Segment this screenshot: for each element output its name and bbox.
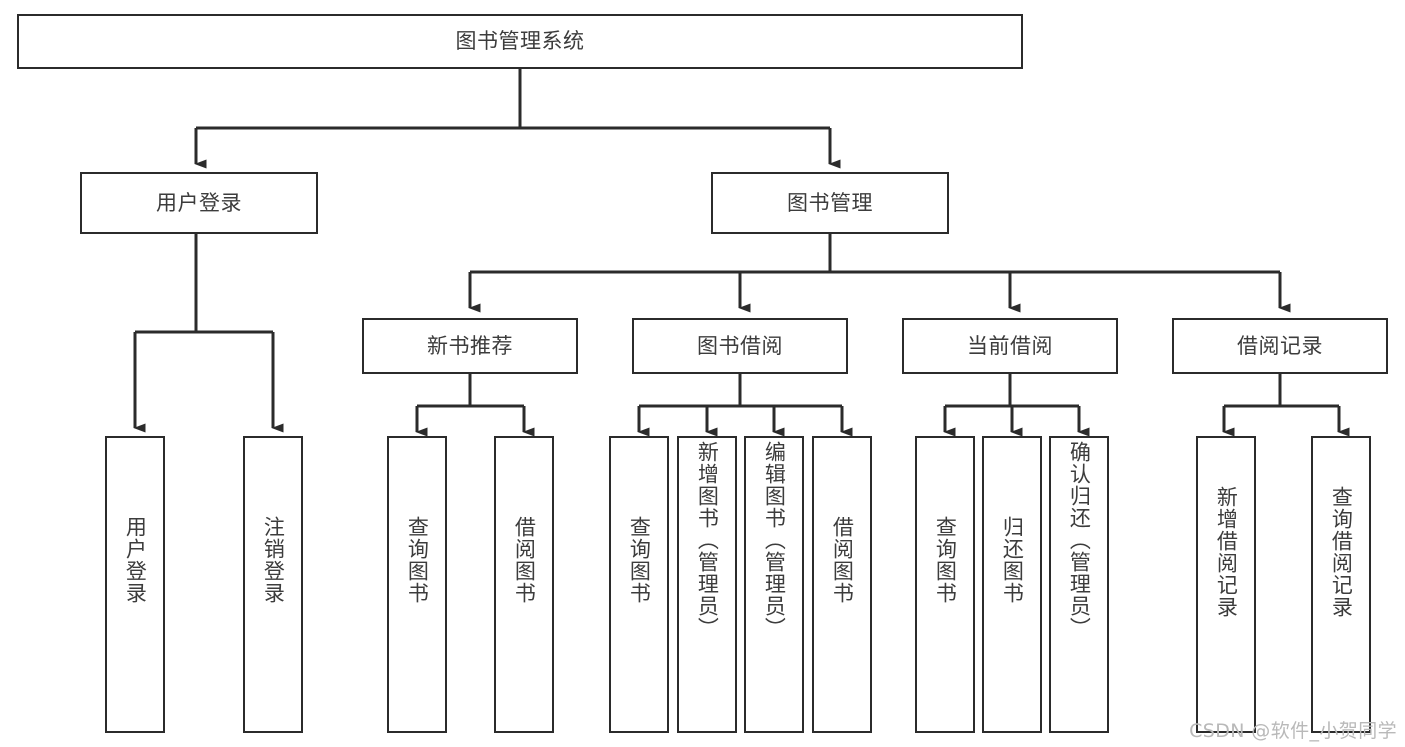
node-borrow-record[interactable]: 借阅记录 — [1172, 318, 1388, 374]
leaf-current-borrow-query[interactable]: 查询图书 — [915, 436, 975, 733]
leaf-book-borrow-edit[interactable]: 编辑图书（管理员） — [744, 436, 804, 733]
leaf-current-borrow-return-label: 归还图书 — [1000, 516, 1025, 604]
node-root-book-management-system[interactable]: 图书管理系统 — [17, 14, 1023, 69]
leaf-book-borrow-query[interactable]: 查询图书 — [609, 436, 669, 733]
leaf-user-login-signout[interactable]: 注销登录 — [243, 436, 303, 733]
node-root-label: 图书管理系统 — [455, 29, 585, 53]
node-book-management[interactable]: 图书管理 — [711, 172, 949, 234]
leaf-borrow-record-add-label: 新增借阅记录 — [1214, 486, 1239, 618]
leaf-new-book-query[interactable]: 查询图书 — [387, 436, 447, 733]
node-user-login[interactable]: 用户登录 — [80, 172, 318, 234]
leaf-book-borrow-query-label: 查询图书 — [627, 516, 652, 604]
node-current-borrow[interactable]: 当前借阅 — [902, 318, 1118, 374]
leaf-book-borrow-borrow-label: 借阅图书 — [830, 516, 855, 604]
watermark-text: CSDN @软件_小贺同学 — [1189, 720, 1397, 742]
leaf-book-borrow-edit-label: 编辑图书（管理员） — [762, 441, 787, 639]
leaf-user-login-signin-label: 用户登录 — [123, 516, 148, 604]
node-book-borrow-label: 图书借阅 — [697, 333, 783, 358]
leaf-new-book-query-label: 查询图书 — [405, 516, 430, 604]
node-user-login-label: 用户登录 — [156, 190, 242, 215]
edges — [133, 69, 1350, 437]
leaf-new-book-borrow[interactable]: 借阅图书 — [494, 436, 554, 733]
leaf-borrow-record-query[interactable]: 查询借阅记录 — [1311, 436, 1371, 733]
leaf-borrow-record-query-label: 查询借阅记录 — [1329, 486, 1354, 618]
leaf-book-borrow-borrow[interactable]: 借阅图书 — [812, 436, 872, 733]
node-current-borrow-label: 当前借阅 — [967, 333, 1053, 358]
node-borrow-record-label: 借阅记录 — [1237, 333, 1323, 358]
leaf-book-borrow-add[interactable]: 新增图书（管理员） — [677, 436, 737, 733]
node-book-borrow[interactable]: 图书借阅 — [632, 318, 848, 374]
leaf-book-borrow-add-label: 新增图书（管理员） — [695, 441, 720, 639]
leaf-current-borrow-return[interactable]: 归还图书 — [982, 436, 1042, 733]
leaf-user-login-signout-label: 注销登录 — [261, 516, 286, 604]
leaf-current-borrow-confirm[interactable]: 确认归还（管理员） — [1049, 436, 1109, 733]
leaf-current-borrow-confirm-label: 确认归还（管理员） — [1067, 441, 1092, 639]
node-book-management-label: 图书管理 — [787, 190, 873, 215]
leaf-new-book-borrow-label: 借阅图书 — [512, 516, 537, 604]
leaf-user-login-signin[interactable]: 用户登录 — [105, 436, 165, 733]
node-new-book-recommend[interactable]: 新书推荐 — [362, 318, 578, 374]
leaf-borrow-record-add[interactable]: 新增借阅记录 — [1196, 436, 1256, 733]
node-new-book-recommend-label: 新书推荐 — [427, 333, 513, 358]
leaf-current-borrow-query-label: 查询图书 — [933, 516, 958, 604]
